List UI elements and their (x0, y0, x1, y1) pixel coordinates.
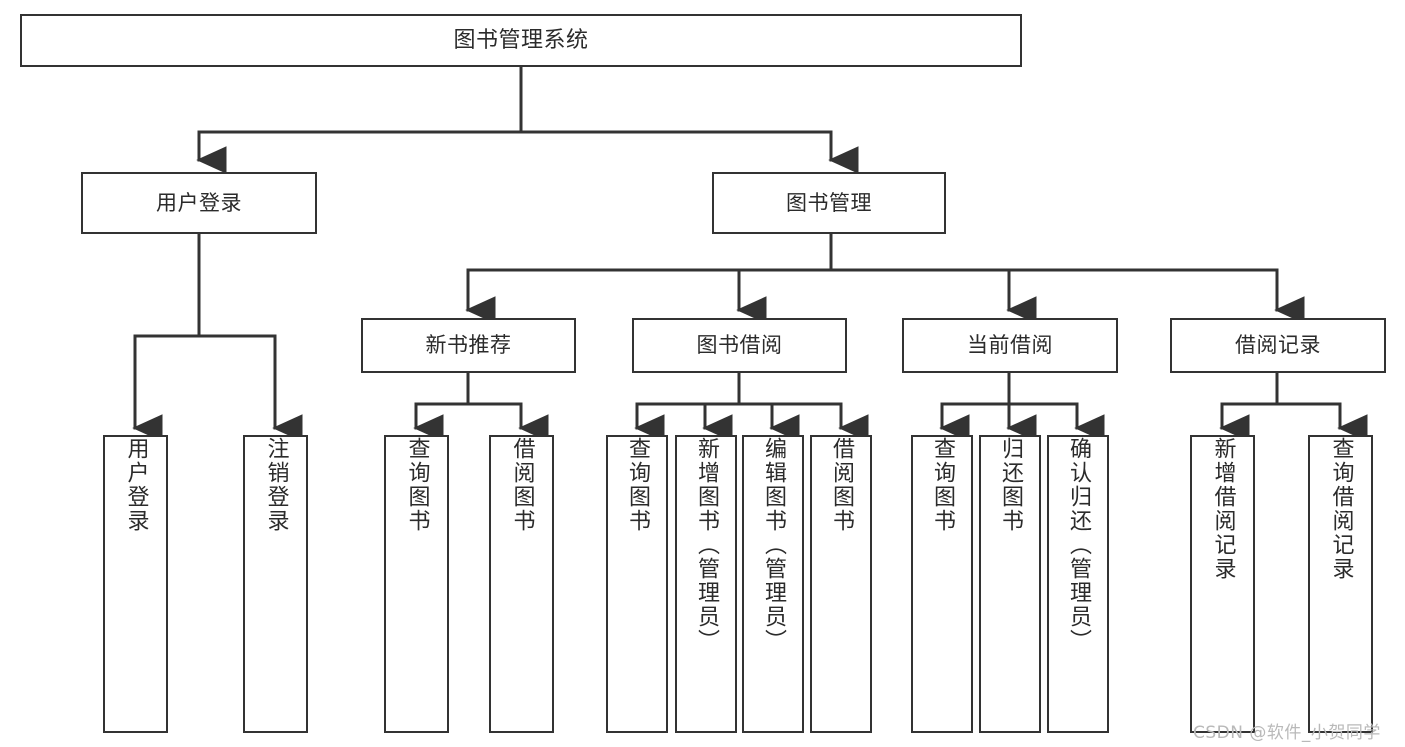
leaf-new-book-borrow-book[interactable]: 借阅图书 (489, 435, 554, 733)
node-label: 借阅记录 (1235, 333, 1321, 358)
node-label: 查询借阅记录 (1328, 437, 1354, 581)
node-label: 查询图书 (930, 437, 955, 533)
node-label: 查询图书 (404, 437, 430, 533)
node-label: 归还图书 (998, 437, 1023, 533)
node-label: 用户登录 (123, 437, 149, 533)
leaf-new-book-query-book[interactable]: 查询图书 (384, 435, 449, 733)
node-label: 用户登录 (156, 190, 242, 215)
leaf-current-borrow-return-book[interactable]: 归还图书 (979, 435, 1041, 733)
leaf-user-login-login[interactable]: 用户登录 (103, 435, 168, 733)
node-label: 图书管理系统 (453, 27, 589, 53)
leaf-book-borrow-borrow-book[interactable]: 借阅图书 (810, 435, 872, 733)
node-label: 新书推荐 (425, 333, 512, 358)
leaf-current-borrow-query-book[interactable]: 查询图书 (911, 435, 973, 733)
leaf-borrow-records-add-record[interactable]: 新增借阅记录 (1190, 435, 1255, 733)
node-label: 借阅图书 (509, 437, 535, 533)
node-label: 查询图书 (625, 437, 650, 533)
leaf-user-login-logout[interactable]: 注销登录 (243, 435, 308, 733)
node-label: 图书管理 (786, 190, 872, 215)
leaf-borrow-records-query-record[interactable]: 查询借阅记录 (1308, 435, 1373, 733)
node-book-borrow[interactable]: 图书借阅 (632, 318, 847, 373)
leaf-book-borrow-edit-book-admin[interactable]: 编辑图书（管理员） (742, 435, 804, 733)
node-new-book-recommend[interactable]: 新书推荐 (361, 318, 576, 373)
node-book-management[interactable]: 图书管理 (712, 172, 946, 234)
node-label: 注销登录 (263, 437, 289, 533)
csdn-watermark: CSDN @软件_小贺同学 (1193, 723, 1381, 743)
node-label: 图书借阅 (696, 333, 783, 358)
node-label: 借阅图书 (829, 437, 854, 533)
node-label: 新增借阅记录 (1210, 437, 1236, 581)
node-borrow-records[interactable]: 借阅记录 (1170, 318, 1386, 373)
node-label: 当前借阅 (967, 333, 1053, 358)
node-root-book-management-system[interactable]: 图书管理系统 (20, 14, 1022, 67)
node-user-login[interactable]: 用户登录 (81, 172, 317, 234)
node-label: 新增图书（管理员） (694, 437, 719, 653)
leaf-current-borrow-confirm-return-admin[interactable]: 确认归还（管理员） (1047, 435, 1109, 733)
node-label: 编辑图书（管理员） (761, 437, 786, 653)
leaf-book-borrow-add-book-admin[interactable]: 新增图书（管理员） (675, 435, 737, 733)
node-label: 确认归还（管理员） (1066, 437, 1091, 653)
node-current-borrow[interactable]: 当前借阅 (902, 318, 1118, 373)
leaf-book-borrow-query-book[interactable]: 查询图书 (606, 435, 668, 733)
